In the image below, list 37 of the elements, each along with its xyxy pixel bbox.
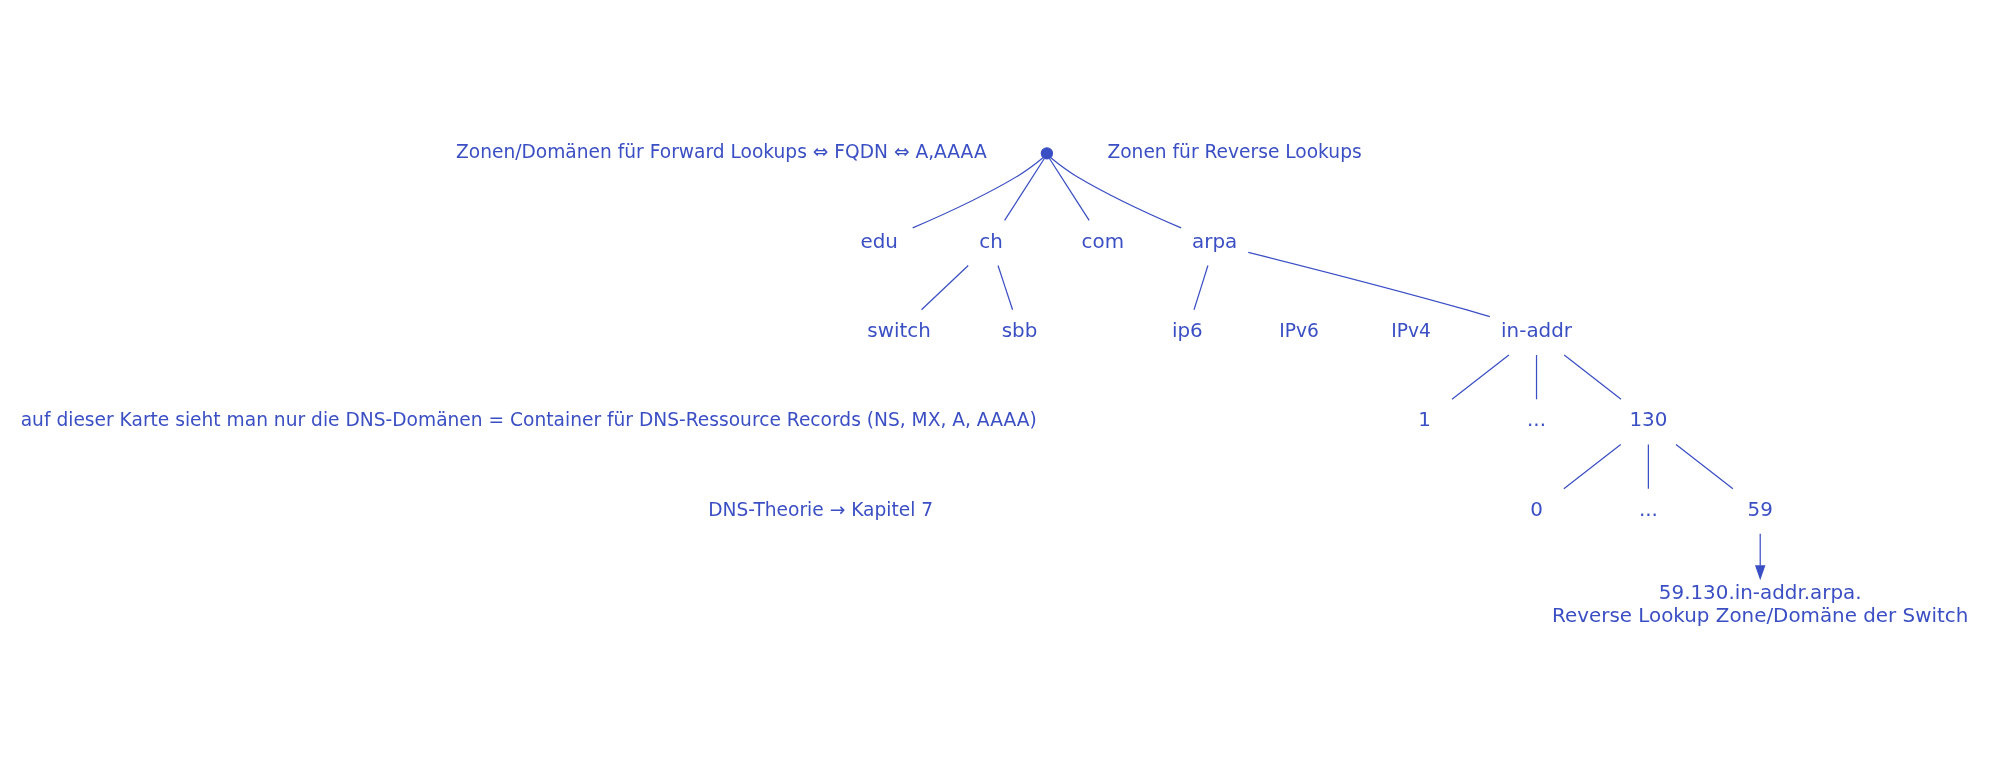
label: auf dieser Karte sieht man nur die DNS-Domänen = Container für DNS-Ressource Records (NS, MX, A, AAAA) xyxy=(20,408,1037,430)
connector xyxy=(1004,157,1045,221)
node-text: 1 xyxy=(1418,407,1432,431)
connector xyxy=(1647,443,1649,489)
node-text: 130 xyxy=(1629,407,1668,431)
label: Zonen/Domänen für Forward Lookups ⇔ FQDN ⇔ A,AAAA xyxy=(455,140,987,162)
node-text: 0 xyxy=(1530,497,1543,521)
node-text: sbb xyxy=(1001,318,1038,342)
connector xyxy=(1535,353,1538,400)
label: IPv6 xyxy=(1279,319,1319,341)
arrow xyxy=(1755,532,1766,580)
connector xyxy=(1675,443,1734,489)
node-text: com xyxy=(1081,229,1125,253)
node-text: edu xyxy=(860,229,898,253)
node-text: switch xyxy=(867,318,931,342)
node-text: ... xyxy=(1638,497,1658,521)
connector xyxy=(912,156,1044,228)
node-text: arpa xyxy=(1192,229,1238,253)
label: DNS-Theorie → Kapitel 7 xyxy=(708,498,934,520)
label: Zonen für Reverse Lookups xyxy=(1107,140,1362,162)
node-text: in-addr xyxy=(1501,318,1572,342)
connector xyxy=(1563,443,1622,489)
node-text: 59.130.in-addr.arpa. Reverse Lookup Zone/Domäne der Switch xyxy=(1552,580,1969,627)
connector xyxy=(1563,353,1622,400)
connector xyxy=(1050,156,1182,228)
node-text: ... xyxy=(1527,407,1547,431)
connector xyxy=(920,264,969,310)
node-text: ch xyxy=(979,229,1003,253)
connector xyxy=(1193,264,1209,310)
node-text: ip6 xyxy=(1171,318,1203,342)
node-circle xyxy=(1040,146,1054,160)
connector xyxy=(1451,353,1510,400)
connector xyxy=(997,264,1014,310)
connector xyxy=(1247,251,1491,317)
connector xyxy=(1048,157,1090,221)
label: IPv4 xyxy=(1391,319,1431,341)
node-text: 59 xyxy=(1747,497,1773,521)
